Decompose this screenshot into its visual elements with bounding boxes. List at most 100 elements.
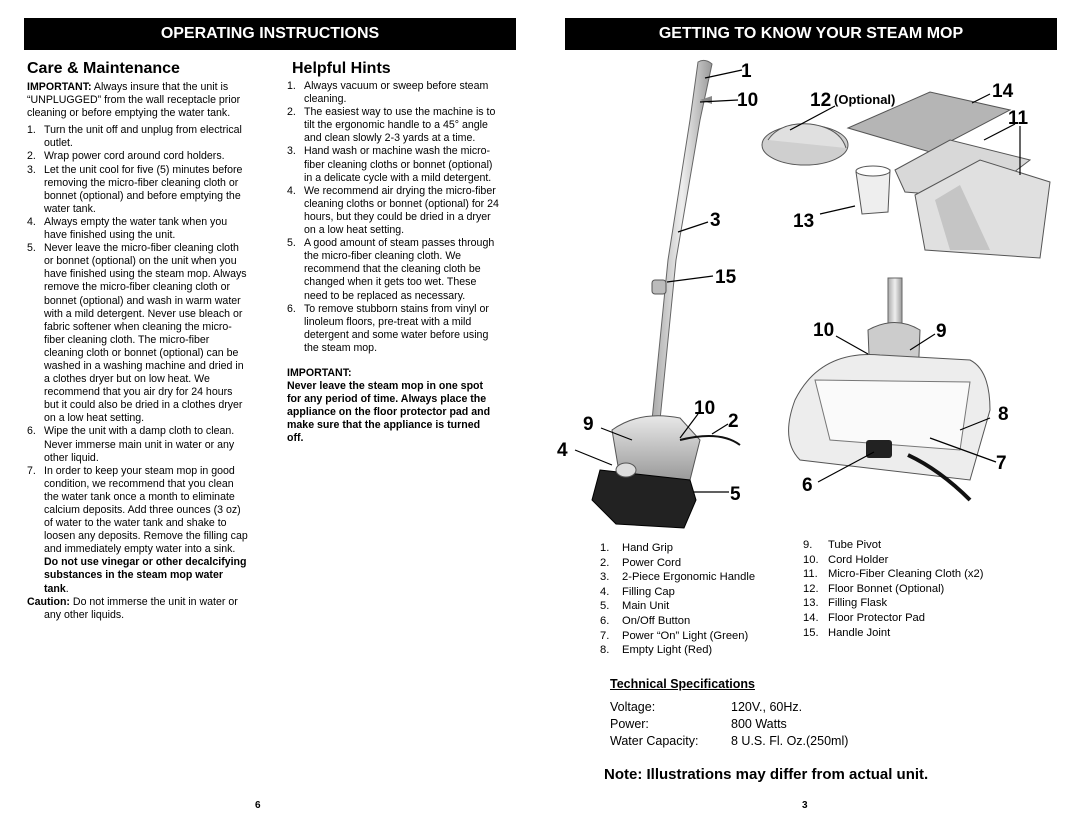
item-text: Cord Holder: [828, 553, 889, 566]
illustration-note: Note: Illustrations may differ from actu…: [604, 766, 929, 783]
item-number: 7.: [27, 464, 36, 477]
callout-11: 11: [1008, 108, 1029, 129]
item-number: 3.: [600, 571, 610, 584]
list-item: 9. Tube Pivot: [803, 538, 983, 553]
care-list: 1. Turn the unit off and unplug from elec…: [27, 124, 248, 595]
callout-numbers: 1 10 12 (Optional) 14 11 3 13 15 10 9 10…: [557, 61, 1029, 505]
callout-15: 15: [715, 267, 737, 288]
item-number: 15.: [803, 626, 819, 639]
leader-lines: [574, 69, 1021, 493]
caution-label: Caution:: [27, 595, 70, 608]
item-text: Turn the unit off and unplug from electr…: [44, 124, 242, 150]
item-number: 10.: [803, 553, 819, 566]
item-text: Tube Pivot: [828, 539, 882, 551]
base-detail-illustration: [788, 277, 991, 502]
item-number: 1.: [27, 124, 36, 137]
banner-title: OPERATING INSTRUCTIONS: [160, 25, 380, 42]
item-number: 2.: [287, 106, 296, 119]
item-text: Always empty the water tank when you hav…: [44, 215, 228, 242]
callout-12: 12: [810, 90, 831, 111]
callout-13: 13: [793, 211, 814, 232]
spec-row: Power:800 Watts: [610, 717, 787, 731]
item-text: Filling Flask: [828, 597, 888, 610]
item-number: 2.: [600, 556, 610, 569]
item-number: 6.: [600, 614, 610, 627]
list-item: 1.Always vacuum or sweep before steam cl…: [287, 80, 499, 106]
important-text: Always insure that the unit is “UNPLUGGE…: [27, 81, 241, 120]
item-text: Power “On” Light (Green): [622, 629, 749, 642]
item-text: We recommend air drying the micro-fiber …: [304, 184, 499, 237]
item-number: 6.: [287, 302, 296, 315]
mop-main-unit-illustration: [591, 415, 741, 529]
mop-handle-illustration: [651, 59, 713, 421]
item-text: Hand wash or machine wash the micro-fibe…: [304, 145, 493, 184]
item-text: A good amount of steam passes through th…: [304, 237, 495, 302]
item-text: Empty Light (Red): [622, 644, 713, 657]
callout-8: 8: [998, 404, 1009, 425]
item-number: 3.: [27, 163, 36, 176]
spec-key: Power:: [610, 717, 649, 731]
item-text: Floor Bonnet (Optional): [828, 582, 945, 595]
callout-9: 9: [583, 414, 594, 435]
item-number: 9.: [803, 539, 813, 551]
item-number: 14.: [803, 611, 819, 624]
hints-column: 1.Always vacuum or sweep before steam cl…: [287, 80, 499, 446]
item-text: Let the unit cool for five (5) minutes b…: [44, 163, 243, 215]
item-text: Wrap power cord around cord holders.: [44, 150, 225, 163]
list-item: 2. Wrap power cord around cord holders.: [27, 150, 248, 163]
item-text: Floor Protector Pad: [828, 611, 926, 624]
list-item: 4. We recommend air drying the micro-fibe…: [287, 185, 499, 237]
list-item: 12. Floor Bonnet (Optional): [803, 582, 983, 597]
spec-row: Water Capacity: 8 U.S. Fl. Oz.(250ml): [610, 734, 848, 748]
callout-10: 10: [813, 320, 834, 341]
item-number: 4.: [27, 215, 36, 228]
callout-14: 14: [992, 81, 1014, 102]
parts-list-right: 9.Tube Pivot 10.Cord Holder 11.Micro-Fib…: [803, 538, 983, 640]
list-item: 3.2-Piece Ergonomic Handle: [600, 570, 755, 585]
callout-3: 3: [710, 210, 721, 231]
list-item: 14. Floor Protector Pad: [803, 611, 983, 626]
list-item: 1. Turn the unit off and unplug from elec…: [27, 124, 248, 150]
list-item: 13. Filling Flask: [803, 596, 983, 611]
callout-5: 5: [730, 484, 741, 505]
care-column: IMPORTANT: Always insure that the unit i…: [27, 81, 248, 622]
care-maintenance-heading: Care & Maintenance: [27, 60, 180, 77]
spec-key: Water Capacity:: [610, 734, 699, 748]
item-text: Power Cord: [622, 556, 682, 569]
banner-title: GETTING TO KNOW YOUR STEAM MOP: [658, 25, 964, 42]
item-text: The easiest way to use the machine is to…: [304, 106, 496, 145]
callout-10: 10: [694, 398, 715, 419]
list-item: 15. Handle Joint: [803, 626, 983, 641]
page-number-left: 6: [255, 800, 261, 811]
list-item: 5.Never leave the micro-fiber cleaning c…: [27, 242, 248, 425]
caution-text: Do not immerse the unit in water or any …: [44, 595, 238, 621]
list-item: 7.Power “On” Light (Green): [600, 629, 755, 644]
care-important: IMPORTANT: Always insure that the unit i…: [27, 81, 248, 120]
list-item: 10. Cord Holder: [803, 553, 983, 568]
list-item: 5. A good amount of steam passes through …: [287, 237, 499, 302]
list-item: 1.Hand Grip: [600, 541, 755, 556]
hints-important-label: IMPORTANT:: [287, 366, 352, 379]
item-number: 1.: [600, 542, 610, 554]
item-text: To remove stubborn stains from vinyl or …: [304, 302, 489, 354]
item-number: 13.: [803, 597, 819, 610]
item-number: 4.: [600, 585, 610, 598]
item-text: Main Unit: [622, 600, 670, 613]
item-number: 12.: [803, 582, 819, 595]
parts-list-left: 1.Hand Grip 2. Power Cord 3.2-Piece Ergon…: [600, 541, 755, 658]
item-text: Filling Cap: [622, 585, 675, 598]
item-number: 4.: [287, 184, 296, 197]
list-item: 2. Power Cord: [600, 556, 755, 571]
item-text: Handle Joint: [828, 626, 891, 639]
list-item: 6. To remove stubborn stains from vinyl o…: [287, 303, 499, 355]
operating-instructions-banner: OPERATING INSTRUCTIONS: [24, 18, 516, 50]
care-caution: Caution: Do not immerse the unit in wate…: [27, 596, 248, 622]
item-text: Micro-Fiber Cleaning Cloth (x2): [828, 568, 984, 581]
item-number: 5.: [600, 600, 610, 613]
item-number: 8.: [600, 644, 610, 657]
spec-value: 8 U.S. Fl. Oz.(250ml): [731, 734, 849, 748]
item-number: 2.: [27, 150, 36, 163]
spec-row: Voltage:120V., 60Hz.: [610, 700, 802, 714]
item-text-end: .: [65, 582, 69, 595]
item-number: 5.: [287, 237, 296, 250]
